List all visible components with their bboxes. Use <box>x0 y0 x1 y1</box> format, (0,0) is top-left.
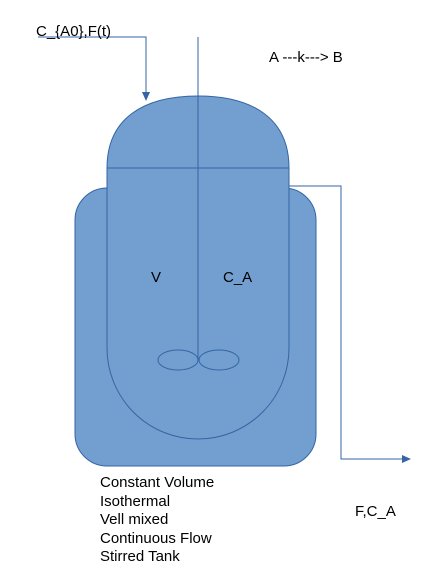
volume-label: V <box>151 269 161 286</box>
assumption-item: Vell mixed <box>100 511 169 528</box>
reactor-assumptions-list: Constant Volume Isothermal Vell mixed Co… <box>100 474 214 567</box>
assumption-item: Isothermal <box>100 492 171 510</box>
assumption-item: Constant Volume <box>100 474 215 491</box>
inlet-label: C_{A0},F(t) <box>36 23 111 40</box>
assumption-item: Continuous Flow <box>100 529 212 547</box>
outlet-arrow <box>289 185 411 463</box>
impeller-right-blade <box>198 349 240 371</box>
reaction-label: A ---k---> B <box>269 49 343 66</box>
inlet-arrow <box>38 36 150 101</box>
impeller-left-blade <box>157 349 199 371</box>
outlet-label: F,C_A <box>355 503 396 520</box>
concentration-label: C_A <box>223 269 252 286</box>
assumption-item: Stirred Tank <box>100 548 180 565</box>
